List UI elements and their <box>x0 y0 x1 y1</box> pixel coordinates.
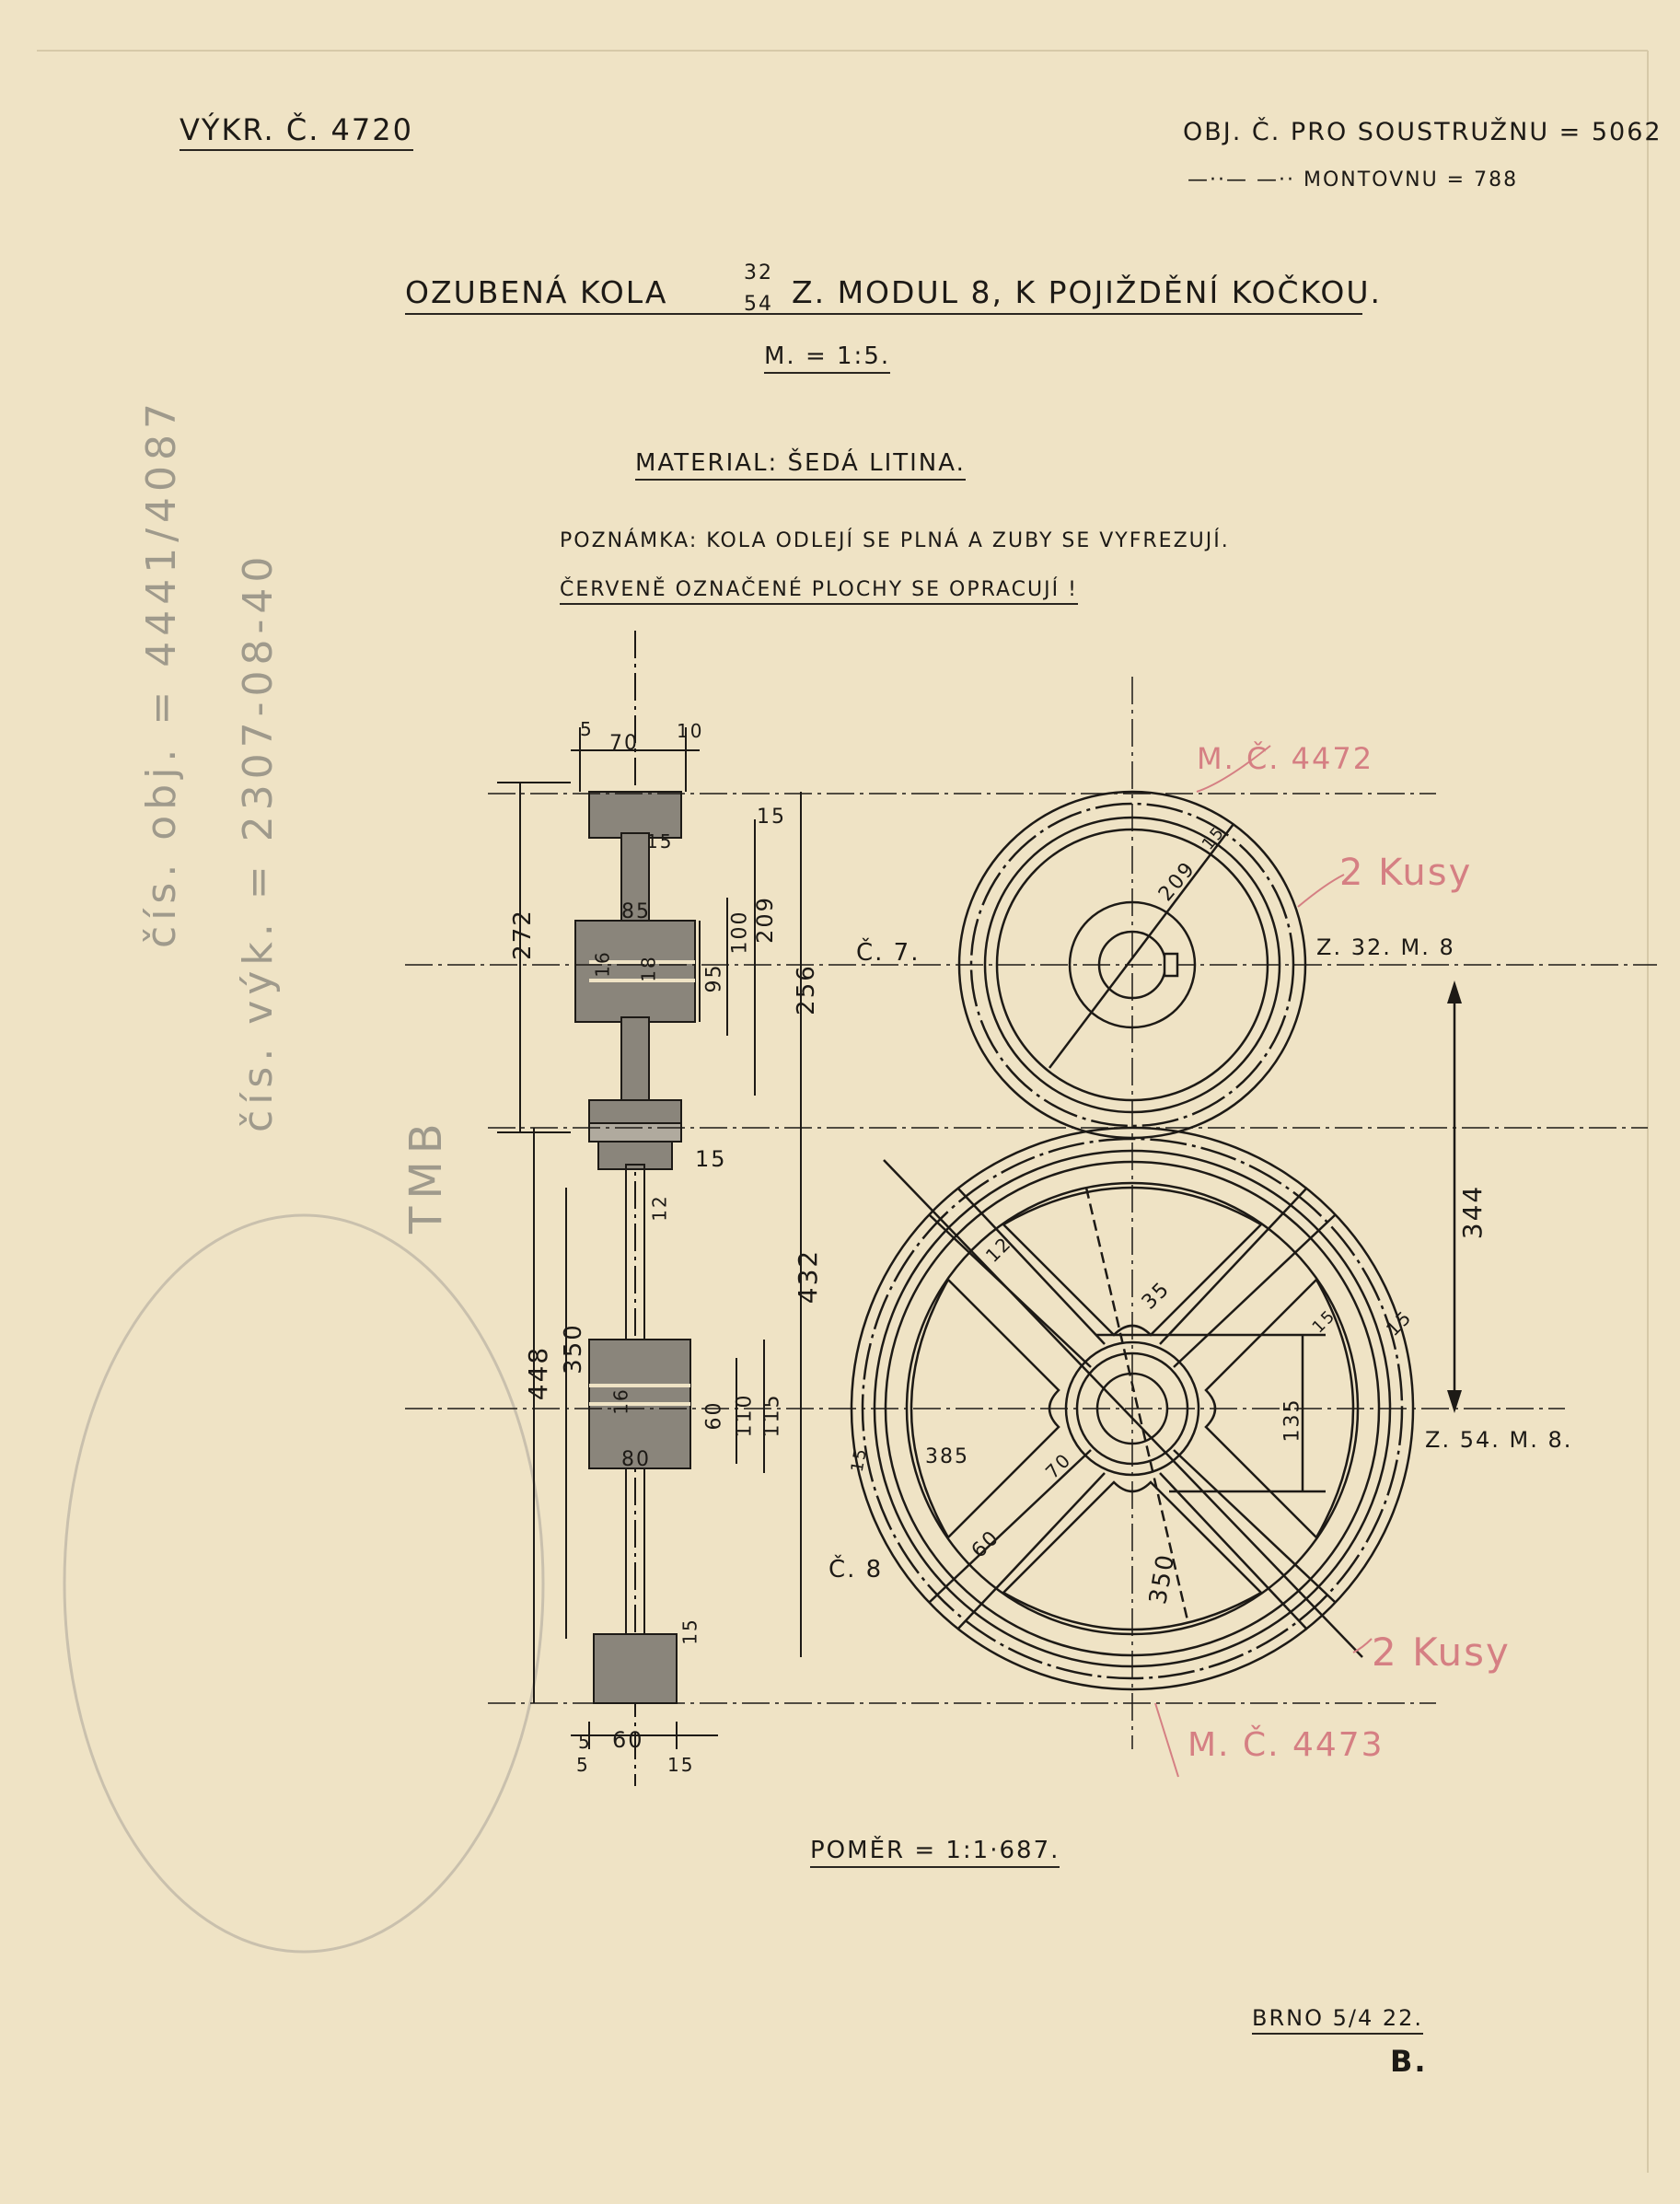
red-qty-large-gear: 2 Kusy <box>1372 1630 1511 1675</box>
gear-ratio: POMĚR = 1:1·687. <box>810 1837 1060 1868</box>
signature-initial: B. <box>1390 2044 1428 2079</box>
dim-bottom-60: 60 <box>612 1727 644 1753</box>
title-underline <box>405 313 1362 315</box>
pencil-ellipse <box>63 1213 545 1954</box>
section-view <box>497 631 802 1786</box>
part-label-c7: Č. 7. <box>856 939 921 967</box>
dim-15a: 15 <box>757 806 786 829</box>
dim-bottom-5: 5 <box>578 1731 592 1753</box>
dim-95: 95 <box>702 963 726 993</box>
dim-bottom-15: 15 <box>667 1754 695 1776</box>
title-rest: Z. MODUL 8, K POJIŽDĚNÍ KOČKOU. <box>792 274 1382 310</box>
red-leader-lines <box>1154 745 1373 1778</box>
scale-note: M. = 1:5. <box>764 342 891 374</box>
dim-bottom-5b: 5 <box>576 1754 590 1776</box>
dim-18: 18 <box>637 955 660 982</box>
material-note: MATERIAL: ŠEDÁ LITINA. <box>635 449 966 481</box>
small-gear-front-view <box>957 790 1307 1140</box>
arrowhead-bottom <box>1447 1390 1462 1413</box>
dim-110: 110 <box>733 1393 757 1438</box>
title-main: OZUBENÁ KOLA <box>405 274 668 310</box>
red-qty-small-gear: 2 Kusy <box>1339 852 1473 894</box>
dim-top-70: 70 <box>609 732 639 755</box>
small-gear-spec: Z. 32. M. 8 <box>1316 934 1455 960</box>
dim-top-5: 5 <box>580 718 594 740</box>
pencil-drawing-number: čís. výk. = 2307-08-40 <box>235 551 282 1132</box>
dim-85: 85 <box>621 900 651 923</box>
dim-350: 350 <box>559 1323 587 1375</box>
large-gear-front-view <box>850 985 1456 1691</box>
dim-209: 209 <box>751 896 778 944</box>
dim-272: 272 <box>508 909 537 960</box>
dim-15c: 15 <box>695 1146 727 1172</box>
place-date: BRNO 5/4 22. <box>1252 2005 1424 2035</box>
note-line-2: ČERVENĚ OZNAČENÉ PLOCHY SE OPRACUJÍ ! <box>560 578 1078 605</box>
order-number-lathe: OBJ. Č. PRO SOUSTRUŽNU = 5062 <box>1183 118 1663 146</box>
large-gear-spec: Z. 54. M. 8. <box>1425 1427 1573 1453</box>
part-label-c8: Č. 8 <box>828 1556 884 1583</box>
dim-15b: 15 <box>646 830 674 853</box>
dim-432: 432 <box>793 1248 824 1305</box>
arrowhead-top <box>1447 980 1462 1003</box>
red-ref-large-gear: M. Č. 4473 <box>1188 1726 1385 1764</box>
dim-60: 60 <box>702 1400 726 1431</box>
dim-16b: 16 <box>609 1387 632 1415</box>
red-ref-small-gear: M. Č. 4472 <box>1197 741 1374 776</box>
title-fraction-top: 32 <box>744 261 773 284</box>
pencil-tmb: TMB <box>400 1116 452 1234</box>
dim-256: 256 <box>792 964 820 1015</box>
center-distance-344: 344 <box>1457 1184 1489 1240</box>
dim-100: 100 <box>728 910 752 955</box>
dim-15d: 15 <box>678 1618 701 1645</box>
title-fraction-bottom: 54 <box>744 293 773 316</box>
order-number-assembly: —··— —·· MONTOVNU = 788 <box>1188 168 1519 191</box>
dim-448: 448 <box>523 1345 554 1401</box>
dim-top-10: 10 <box>677 720 704 742</box>
drawing-number: VÝKR. Č. 4720 <box>180 112 413 151</box>
dim-115: 115 <box>760 1393 784 1438</box>
dim-12: 12 <box>648 1194 671 1222</box>
dim-80: 80 <box>621 1448 651 1471</box>
note-line-1: POZNÁMKA: KOLA ODLEJÍ SE PLNÁ A ZUBY SE … <box>560 529 1230 552</box>
pencil-order-number: čís. obj. = 4441/4087 <box>138 398 185 948</box>
large-gear-dim-385: 385 <box>925 1445 969 1468</box>
large-gear-dim-135: 135 <box>1280 1398 1304 1443</box>
dim-16: 16 <box>591 950 614 978</box>
